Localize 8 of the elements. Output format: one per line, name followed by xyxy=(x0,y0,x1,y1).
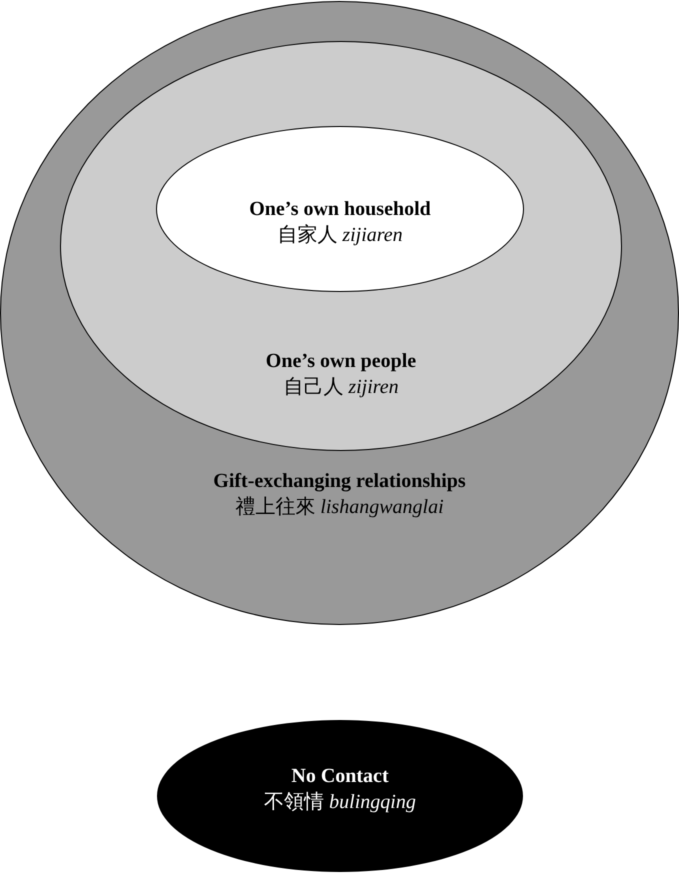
node-heading: Gift-exchanging relationships xyxy=(213,469,466,494)
node-heading: No Contact xyxy=(291,764,389,789)
node-heading: One’s own people xyxy=(266,349,416,374)
node-heading: One’s own household xyxy=(249,197,431,222)
node-subtitle: 自己人 zijiren xyxy=(283,375,399,400)
node-subtitle: 自家人 zijiaren xyxy=(277,223,403,248)
node-subtitle: 不領情 bulingqing xyxy=(264,790,416,815)
node-subtitle: 禮上往來 lishangwanglai xyxy=(235,495,444,520)
